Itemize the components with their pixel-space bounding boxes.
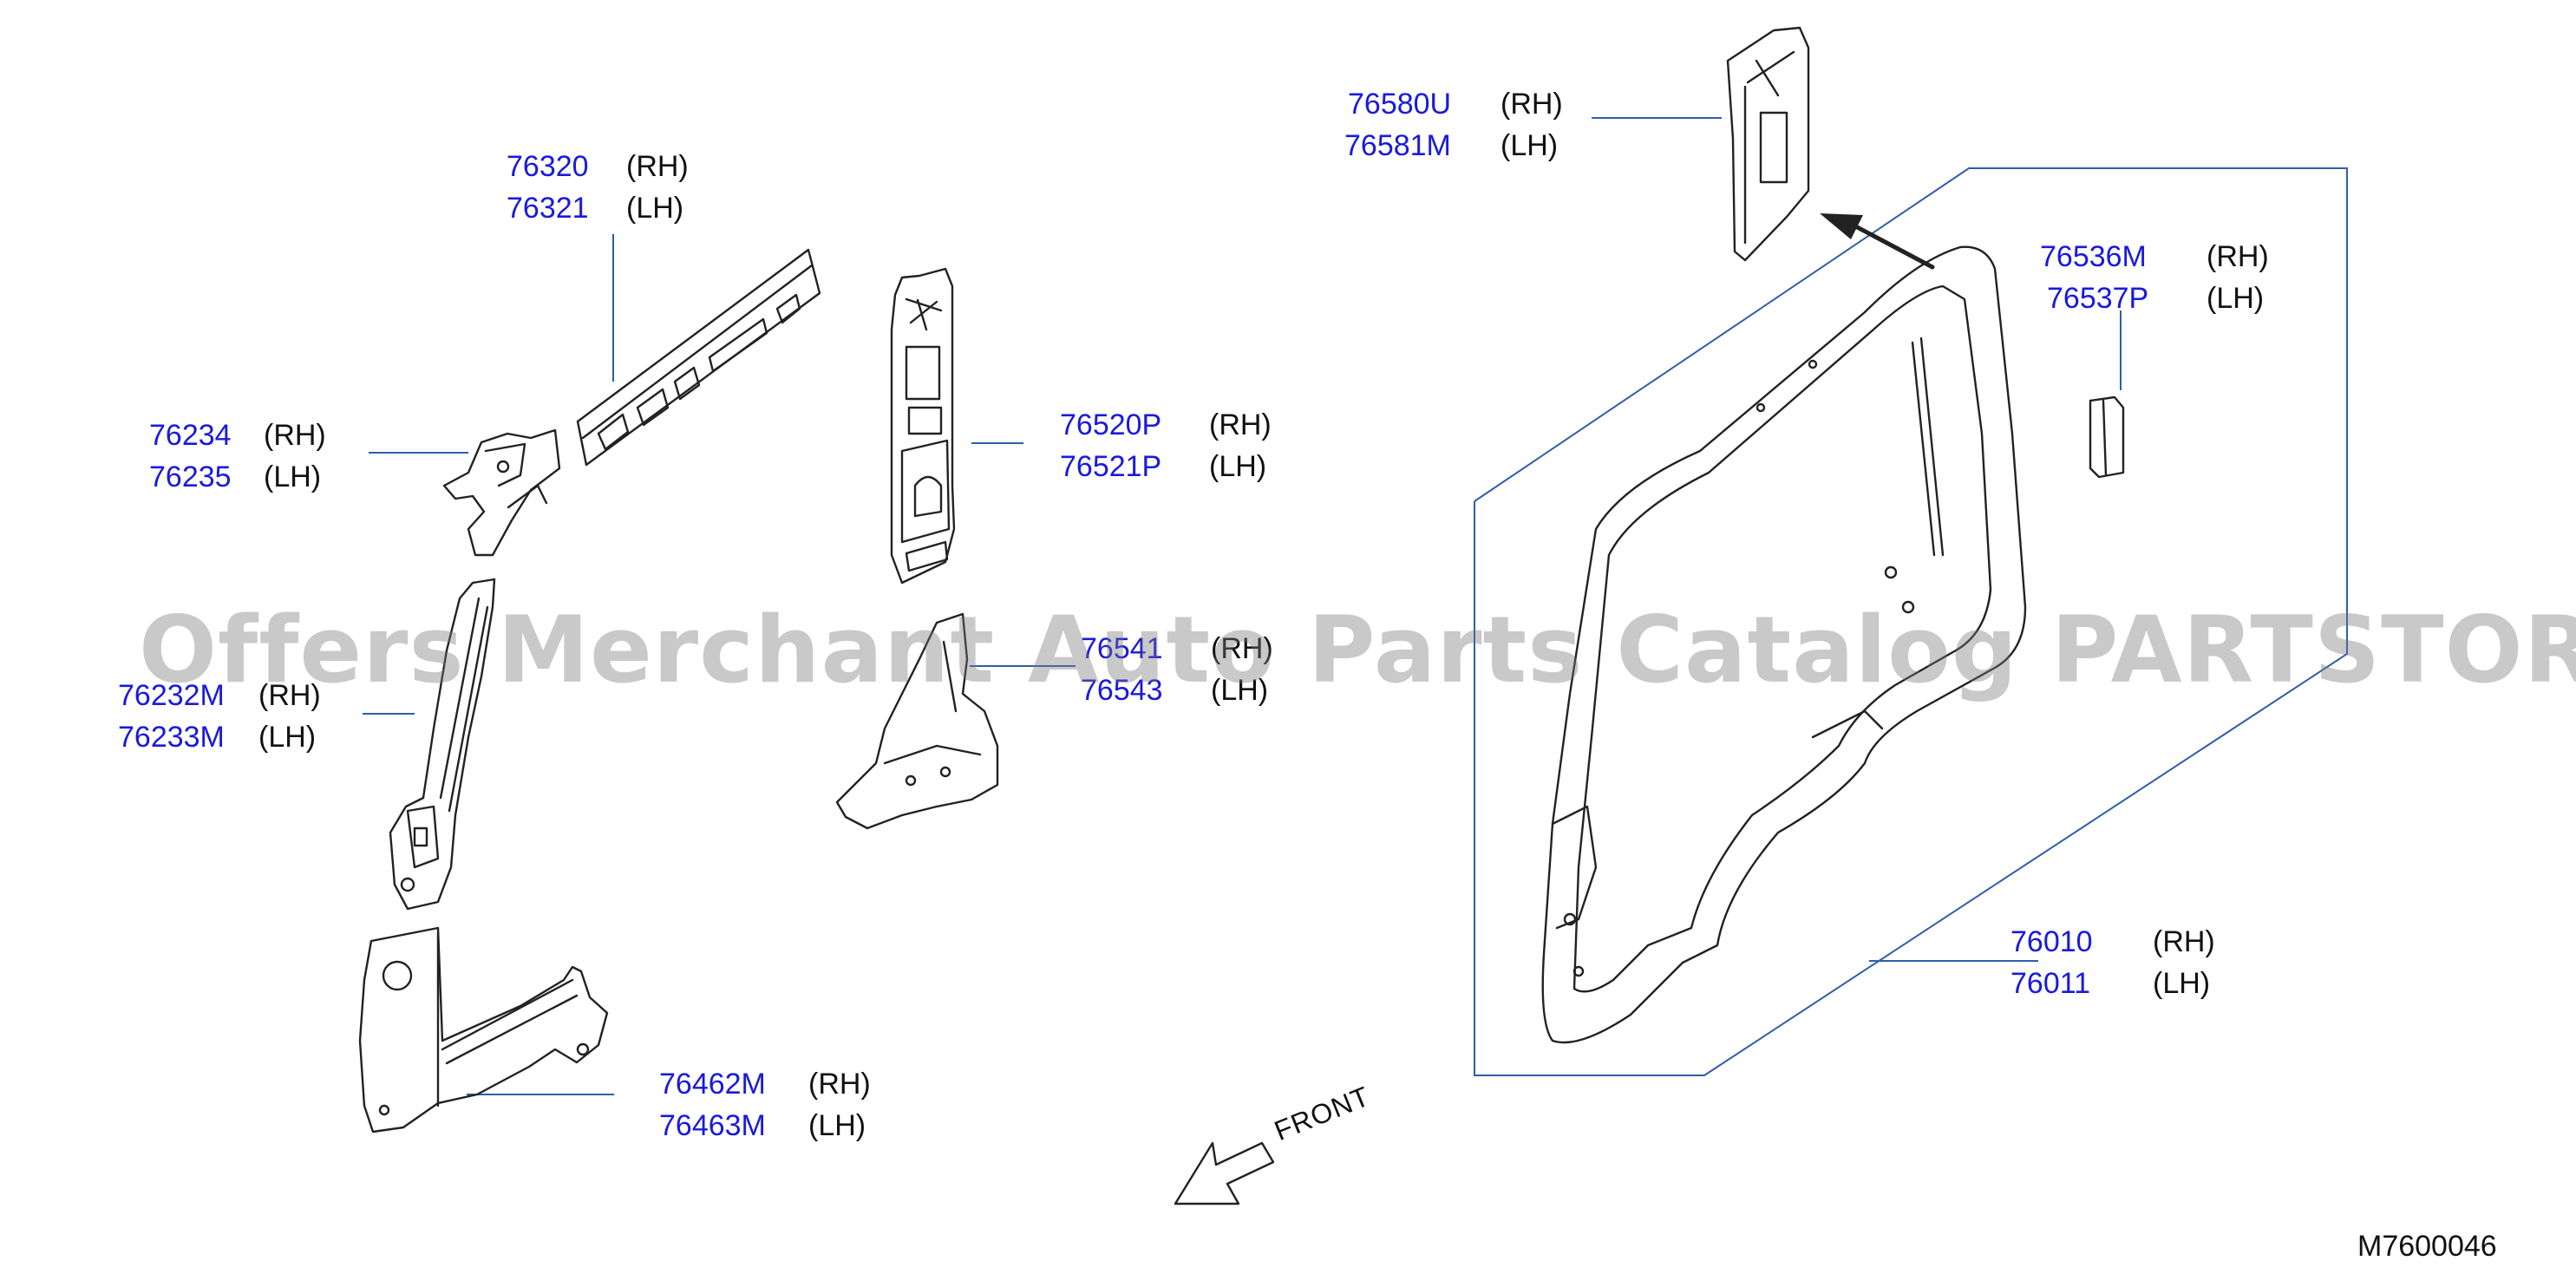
side-label: (RH)	[264, 419, 326, 452]
side-label: (RH)	[1500, 88, 1563, 121]
part-roof-rail-76320	[576, 248, 821, 467]
callout-76320-lh: 76321 (LH)	[507, 187, 683, 229]
callout-76320-rh: 76320 (RH)	[507, 146, 689, 187]
side-label: (LH)	[1500, 129, 1559, 162]
callout-76536-rh: 76536M (RH)	[2040, 236, 2269, 278]
part-number[interactable]: 76320	[507, 150, 589, 183]
part-number[interactable]: 76543	[1081, 674, 1163, 707]
side-label: (RH)	[1211, 632, 1273, 665]
part-side-body-frame-76010	[1541, 245, 2027, 1044]
side-label: (LH)	[1209, 450, 1267, 483]
side-label: (RH)	[626, 150, 689, 183]
callout-76541-rh: 76541 (RH)	[1081, 628, 1273, 670]
side-label: (LH)	[258, 721, 317, 754]
part-number[interactable]: 76233M	[118, 721, 225, 754]
side-label: (LH)	[2207, 282, 2265, 315]
part-reinforcement-76536	[2089, 395, 2125, 479]
part-number[interactable]: 76321	[507, 192, 589, 225]
part-number[interactable]: 76521P	[1060, 450, 1162, 483]
callout-76010-lh: 76011 (LH)	[2010, 963, 2210, 1004]
callout-76234-lh: 76235 (LH)	[149, 456, 321, 498]
callout-76536-lh: 76537P (LH)	[2047, 278, 2264, 319]
diagram-code: M7600046	[2357, 1230, 2497, 1263]
part-number[interactable]: 76011	[2010, 967, 2091, 1000]
side-label: (RH)	[2153, 925, 2215, 958]
assembly-arrow	[1820, 213, 1935, 270]
part-center-pillar-76520	[890, 267, 956, 585]
part-center-pillar-lower-76541	[835, 612, 999, 830]
callout-76232-rh: 76232M (RH)	[118, 675, 321, 716]
assembly-outline-box	[1474, 167, 2348, 1076]
part-number[interactable]: 76234	[149, 419, 232, 452]
side-label: (LH)	[1211, 674, 1269, 707]
part-number[interactable]: 76537P	[2047, 282, 2149, 315]
side-label: (LH)	[2153, 967, 2211, 1000]
side-label: (RH)	[2207, 240, 2269, 273]
part-number[interactable]: 76580U	[1348, 88, 1452, 121]
part-lower-pillar-76462	[358, 926, 609, 1133]
callout-76580-rh: 76580U (RH)	[1348, 83, 1563, 125]
part-number[interactable]: 76232M	[118, 679, 225, 712]
part-number[interactable]: 76536M	[2040, 240, 2147, 273]
part-bracket-76234	[442, 428, 561, 557]
side-label: (LH)	[264, 461, 322, 493]
part-number[interactable]: 76520P	[1060, 408, 1162, 441]
part-number[interactable]: 76581M	[1344, 129, 1451, 162]
callout-76580-lh: 76581M (LH)	[1344, 125, 1558, 167]
part-front-pillar-76232	[389, 578, 496, 911]
side-label: (LH)	[808, 1109, 866, 1142]
part-number[interactable]: 76462M	[659, 1068, 766, 1101]
side-label: (RH)	[808, 1068, 871, 1101]
callout-76541-lh: 76543 (LH)	[1081, 670, 1268, 711]
part-upper-pillar-76580	[1726, 26, 1810, 262]
callout-76520-lh: 76521P (LH)	[1060, 446, 1266, 487]
side-label: (LH)	[626, 192, 684, 225]
callout-76232-lh: 76233M (LH)	[118, 716, 316, 758]
front-direction-arrow	[1174, 1141, 1275, 1205]
part-number[interactable]: 76010	[2010, 925, 2093, 958]
callout-76520-rh: 76520P (RH)	[1060, 404, 1272, 446]
part-number[interactable]: 76235	[149, 461, 232, 493]
part-number[interactable]: 76463M	[659, 1109, 766, 1142]
callout-76234-rh: 76234 (RH)	[149, 415, 326, 456]
callout-76462-rh: 76462M (RH)	[659, 1063, 871, 1105]
side-label: (RH)	[1209, 408, 1272, 441]
watermark: Offers Merchant Auto Parts Catalog PARTS…	[139, 597, 2576, 703]
part-number[interactable]: 76541	[1081, 632, 1163, 665]
side-label: (RH)	[258, 679, 321, 712]
callout-76462-lh: 76463M (LH)	[659, 1105, 866, 1147]
callout-76010-rh: 76010 (RH)	[2010, 921, 2215, 963]
